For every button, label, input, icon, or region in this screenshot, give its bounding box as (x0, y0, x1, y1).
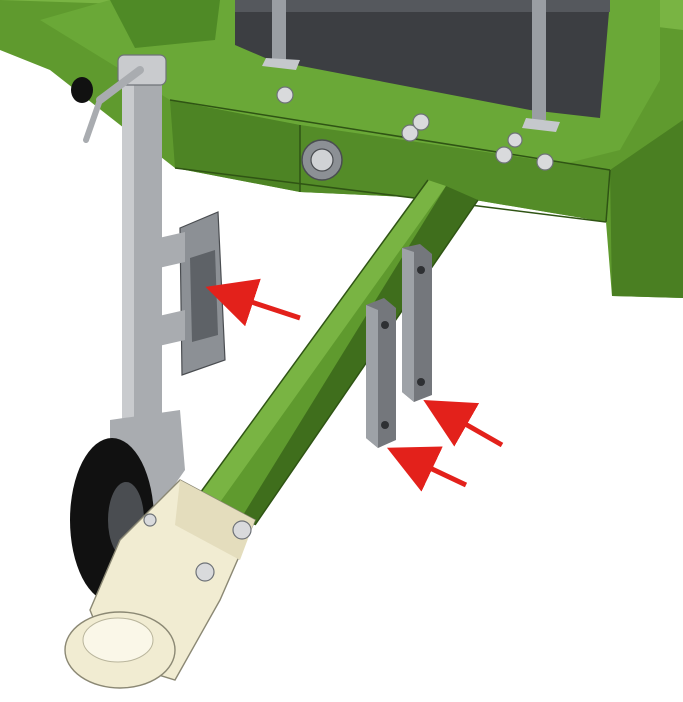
support-strap-left (366, 298, 396, 448)
frame-bolts (276, 86, 554, 171)
support-strap-right (402, 244, 432, 402)
arrow-to-support-strap-left (386, 446, 468, 492)
mounting-bracket (150, 211, 226, 376)
hitch-coupler (64, 479, 256, 689)
equipment-housing (235, 0, 610, 132)
crank-handle-knob (71, 77, 93, 103)
arrow-to-support-strap-right (423, 400, 504, 448)
arrow-to-mounting-bracket (205, 278, 301, 327)
indicator-arrows (205, 278, 504, 492)
frame-side-box (110, 0, 220, 48)
cable-gland (301, 139, 343, 181)
